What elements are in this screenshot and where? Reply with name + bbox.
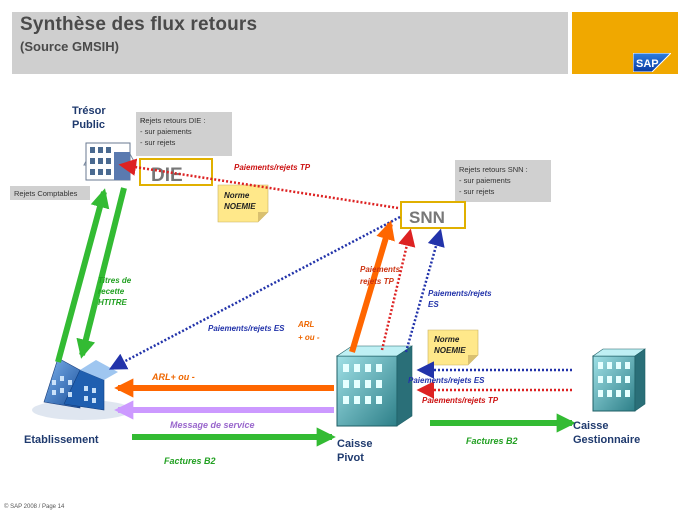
- arrow-paiements-tp-pivot-snn: [349, 220, 395, 353]
- caisse-pivot-building-icon: [336, 345, 413, 427]
- label-factures-b2-right: Factures B2: [466, 436, 518, 446]
- label-paiements-es-bottom: Paiements/rejets ES: [408, 376, 485, 385]
- sap-logo: SAP: [633, 53, 671, 72]
- etablissement-building-icon: [32, 357, 132, 420]
- label-paiements-tp-top: Paiements/rejets TP: [234, 163, 311, 172]
- snn-label: SNN: [409, 208, 445, 227]
- arrow-paiements-tp-dotted: [380, 228, 416, 351]
- arrow-paiements-es-pivot-snn: [404, 228, 445, 353]
- label-arl-plus-ou: ARL+ ou -: [151, 372, 195, 382]
- arrow-titres-recette: [55, 188, 110, 363]
- slide-subtitle: (Source GMSIH): [20, 39, 119, 54]
- rejets-snn-note: [455, 160, 551, 202]
- arrow-paiements-tp-snn-die: [118, 158, 399, 210]
- label-arl-ou: ARL+ ou -: [297, 320, 320, 342]
- rejets-snn-lines: Rejets retours SNN : - sur paiements - s…: [459, 165, 530, 196]
- sap-logo-text: SAP: [636, 58, 659, 70]
- slide-title: Synthèse des flux retours: [20, 14, 258, 35]
- tresor-building-icon: [83, 142, 137, 181]
- label-paiements-tp-bottom: Paiements/rejets TP: [422, 396, 499, 405]
- label-paiements-es-left: Paiements/rejets ES: [208, 324, 285, 333]
- die-box: [139, 158, 213, 186]
- caisse-gestionnaire-building-icon: [592, 348, 646, 412]
- die-label: DIE: [151, 165, 183, 186]
- header-band: [12, 12, 568, 74]
- etablissement-label: Etablissement: [24, 434, 99, 446]
- rejets-die-note: [136, 112, 232, 156]
- arrow-rejets-comptables: [76, 187, 127, 359]
- footer-copyright: © SAP 2008 / Page 14: [4, 504, 65, 510]
- label-message-service: Message de service: [170, 420, 255, 430]
- rejets-comptables-text: Rejets Comptables: [14, 189, 78, 198]
- rejets-die-text: R: [140, 116, 146, 125]
- snn-box: [400, 201, 466, 229]
- rejets-die-lines: Rejets retours DIE : - sur paiements - s…: [140, 116, 208, 147]
- rejets-comptables-note: [10, 186, 90, 200]
- label-factures-b2-left: Factures B2: [164, 456, 216, 466]
